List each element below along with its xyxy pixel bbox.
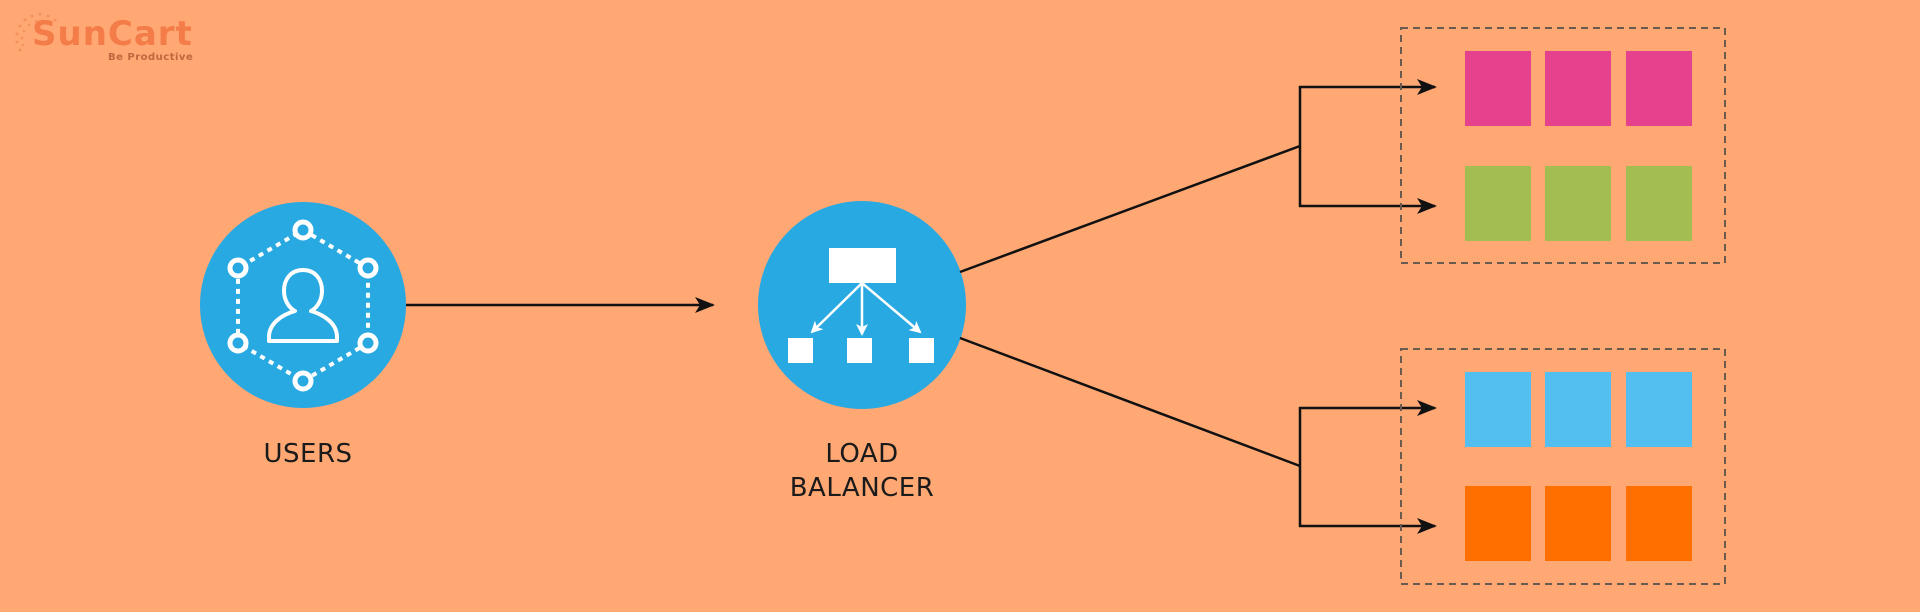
users-network-icon <box>227 219 379 392</box>
server-block <box>1626 166 1692 241</box>
logo: SunCart Be Productive <box>10 8 200 68</box>
server-block <box>1465 51 1531 126</box>
hierarchy-icon <box>788 248 934 363</box>
server-row-green <box>1465 166 1692 241</box>
server-block <box>1545 166 1611 241</box>
server-block <box>1626 486 1692 561</box>
load-balancer-label: LOAD BALANCER <box>762 437 962 505</box>
server-row-blue <box>1465 372 1692 447</box>
server-row-pink <box>1465 51 1692 126</box>
logo-wordmark: SunCart <box>32 14 193 54</box>
server-block <box>1545 372 1611 447</box>
server-block <box>1465 372 1531 447</box>
sun-dots-icon <box>15 12 57 52</box>
server-block <box>1545 51 1611 126</box>
server-group-bottom <box>1400 348 1726 585</box>
server-group-top <box>1400 27 1726 264</box>
server-block <box>1626 372 1692 447</box>
server-block <box>1626 51 1692 126</box>
person-icon <box>267 268 339 343</box>
top-branch-connector <box>959 79 1437 274</box>
server-block <box>1465 486 1531 561</box>
load-balancer-label-line1: LOAD <box>825 439 899 469</box>
server-block <box>1465 166 1531 241</box>
users-node <box>200 202 406 408</box>
server-row-orange <box>1465 486 1692 561</box>
server-block <box>1545 486 1611 561</box>
load-balancer-label-line2: BALANCER <box>789 473 935 503</box>
users-label: USERS <box>263 439 353 469</box>
load-balancer-node <box>758 201 966 409</box>
bottom-branch-connector <box>959 336 1437 534</box>
logo-tagline: Be Productive <box>108 52 194 63</box>
